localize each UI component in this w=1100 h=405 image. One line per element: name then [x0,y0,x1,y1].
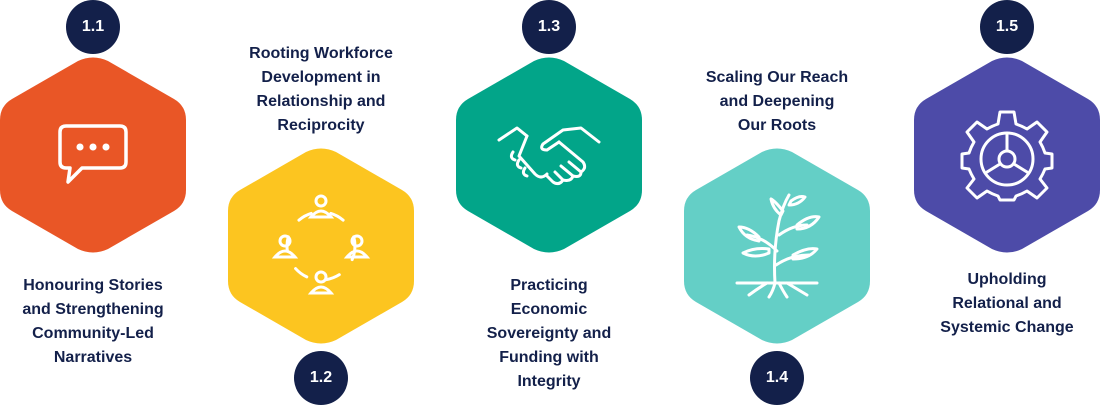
step-number-1-2: 1.2 [294,351,348,405]
step-number-1-4: 1.4 [750,351,804,405]
gear-icon [960,110,1054,202]
handshake-icon [497,126,601,186]
step-number-1-5: 1.5 [980,0,1034,54]
hexagon-1-4 [684,148,870,344]
step-number-1-3: 1.3 [522,0,576,54]
speech-bubble-icon [58,124,128,184]
plant-icon [735,193,821,299]
people-circle-icon [271,194,371,295]
hexagon-shape [0,57,186,253]
hexagon-1-2 [228,148,414,344]
hexagon-shape [456,57,642,253]
step-number-1-1: 1.1 [66,0,120,54]
hexagon-shape [228,148,414,344]
hexagon-1-1 [0,57,186,253]
hexagon-1-5 [914,57,1100,253]
hexagon-1-3 [456,57,642,253]
hexagon-shape [684,148,870,344]
hexagon-shape [914,57,1100,253]
